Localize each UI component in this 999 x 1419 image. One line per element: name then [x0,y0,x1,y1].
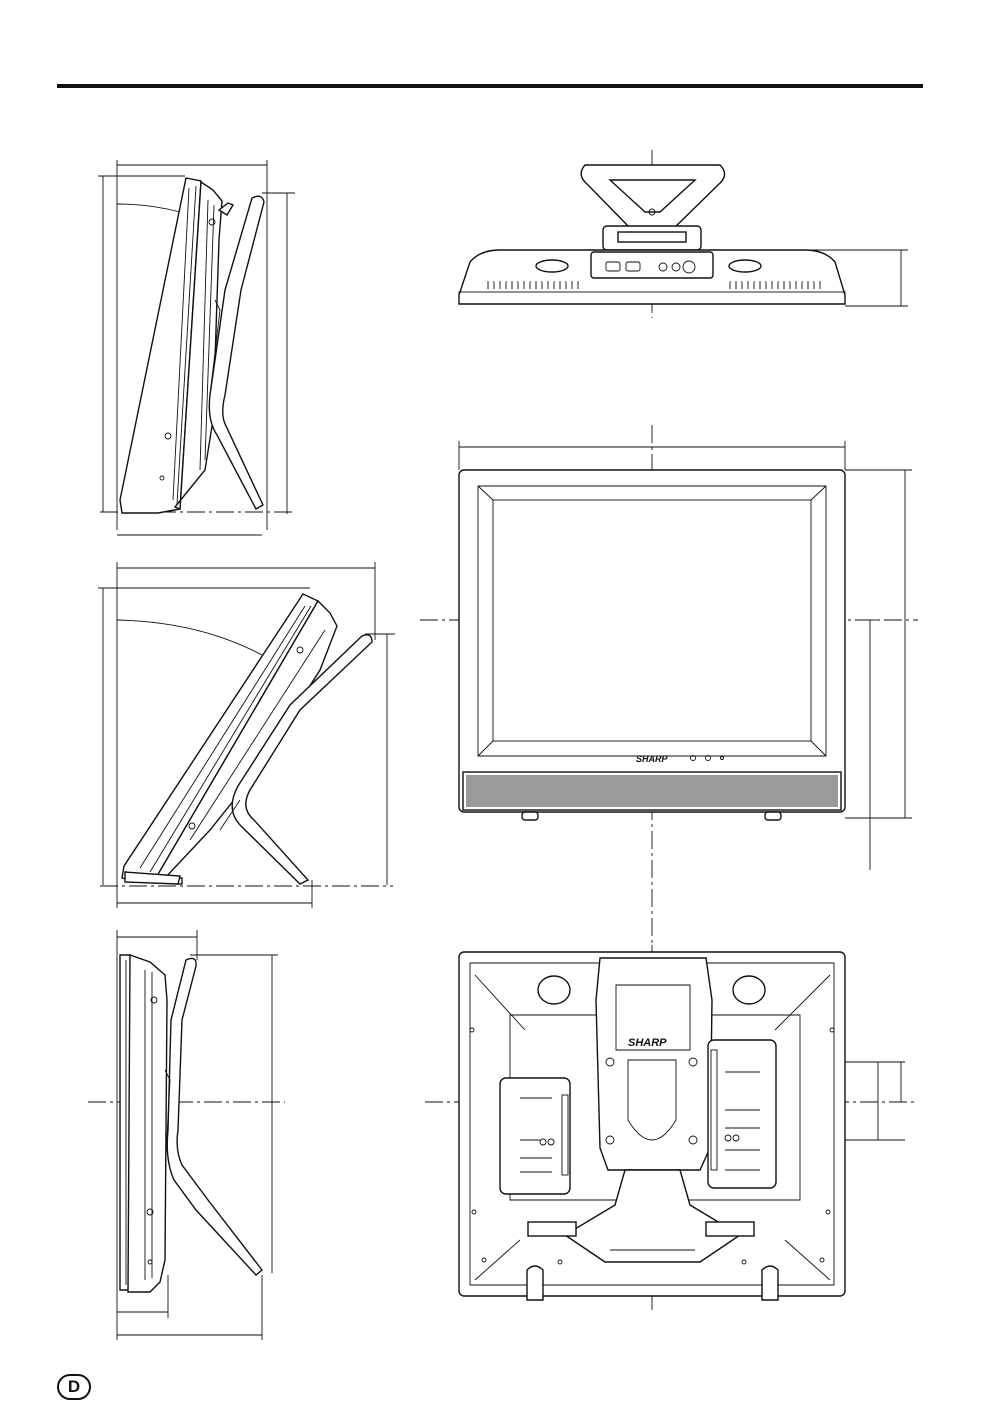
rear-brand-logo: SHARP [628,1037,667,1049]
side-view-flat [88,930,285,1340]
front-brand-logo: SHARP [636,754,669,764]
top-view [459,150,908,318]
side-view-tilted [98,562,395,908]
front-view: SHARP [420,425,918,945]
page-language-marker: D [57,1374,91,1400]
speaker-grille [463,772,841,810]
side-view-upright [98,160,295,535]
rear-view: SHARP [425,945,918,1310]
